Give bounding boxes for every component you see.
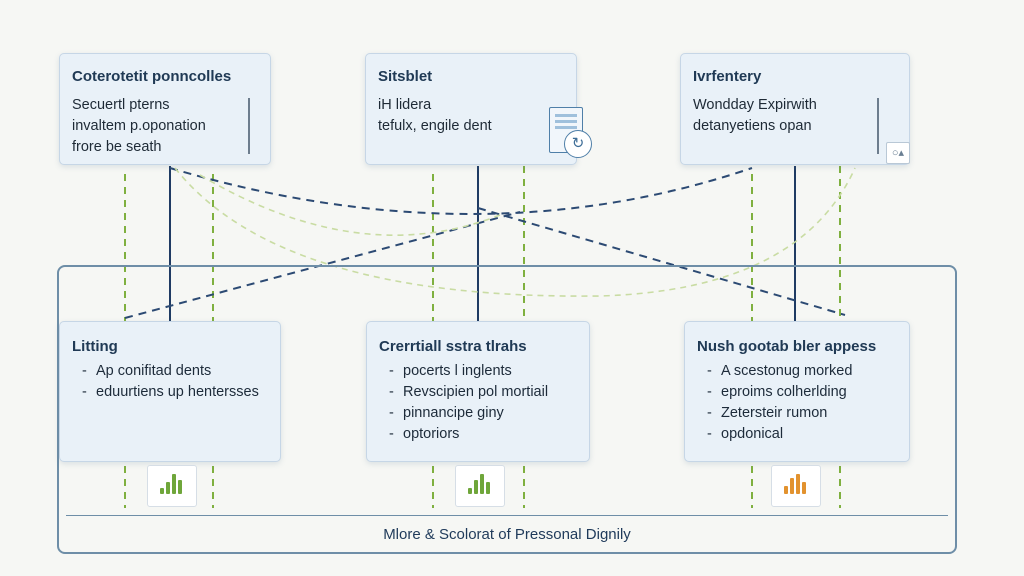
divider-bar xyxy=(248,98,250,154)
group-frame xyxy=(57,265,957,554)
bar-chart-icon[interactable] xyxy=(147,465,197,507)
card-line: invaltem p.oponation xyxy=(72,118,206,134)
list-item: -opdonical xyxy=(707,426,784,442)
bottom-card-left[interactable]: Litting -Ap conifitad dents -eduurtiens … xyxy=(59,321,281,462)
top-card-center[interactable]: Sitsblet iH lidera tefulx, engile dent xyxy=(365,53,577,165)
list-item: -Ap conifitad dents xyxy=(82,363,212,379)
card-line: Secuertl pterns xyxy=(72,97,170,113)
list-item: -optoriors xyxy=(389,426,460,442)
list-item: -pocerts l inglents xyxy=(389,363,512,379)
card-title: Crerrtiall sstra tlrahs xyxy=(379,338,527,355)
top-card-right[interactable]: Ivrfentery Wondday Expirwith detanyetien… xyxy=(680,53,910,165)
bottom-card-center[interactable]: Crerrtiall sstra tlrahs -pocerts l ingle… xyxy=(366,321,590,462)
chart-bar xyxy=(166,482,170,494)
connector-curve xyxy=(169,167,753,215)
chart-bar xyxy=(172,474,176,494)
chart-bar xyxy=(160,488,164,494)
top-card-left[interactable]: Coterotetit ponncolles Secuertl pterns i… xyxy=(59,53,271,165)
connector-curve xyxy=(174,167,856,297)
footer-divider xyxy=(66,515,948,516)
connector-curve xyxy=(477,207,846,316)
chart-bar xyxy=(796,474,800,494)
chart-bar xyxy=(802,482,806,494)
chart-bar xyxy=(468,488,472,494)
chart-bar xyxy=(486,482,490,494)
expand-icon[interactable]: ○▴ xyxy=(886,142,910,164)
card-title: Sitsblet xyxy=(378,68,433,85)
chart-bar xyxy=(790,478,794,494)
card-line: frore be seath xyxy=(72,139,162,155)
bar-chart-icon[interactable] xyxy=(771,465,821,507)
card-line: iH lidera xyxy=(378,97,432,113)
card-line: Wondday Expirwith xyxy=(693,97,817,113)
chart-bar xyxy=(480,474,484,494)
chart-bar xyxy=(474,480,478,494)
list-item: -Revscipien pol mortiail xyxy=(389,384,549,400)
card-title: Litting xyxy=(72,338,118,355)
card-title: Coterotetit ponncolles xyxy=(72,68,232,85)
bottom-card-right[interactable]: Nush gootab bler appess -A scestonug mor… xyxy=(684,321,910,462)
list-item: -eduurtiens up hentersses xyxy=(82,384,259,400)
footer-caption: Mlore & Scolorat of Pressonal Dignily xyxy=(383,526,631,543)
card-title: Ivrfentery xyxy=(693,68,762,85)
chart-bar xyxy=(178,480,182,494)
divider-bar xyxy=(877,98,879,154)
refresh-badge-icon[interactable]: ↻ xyxy=(564,130,592,158)
list-item: -eproims colherlding xyxy=(707,384,847,400)
card-line: detanyetiens opan xyxy=(693,118,812,134)
list-item: -A scestonug morked xyxy=(707,363,853,379)
bar-chart-icon[interactable] xyxy=(455,465,505,507)
card-title: Nush gootab bler appess xyxy=(697,338,877,355)
list-item: -Zetersteir rumon xyxy=(707,405,828,421)
card-line: tefulx, engile dent xyxy=(378,118,492,134)
connector-curve xyxy=(199,174,501,236)
chart-bar xyxy=(784,486,788,494)
list-item: -pinnancipe giny xyxy=(389,405,504,421)
